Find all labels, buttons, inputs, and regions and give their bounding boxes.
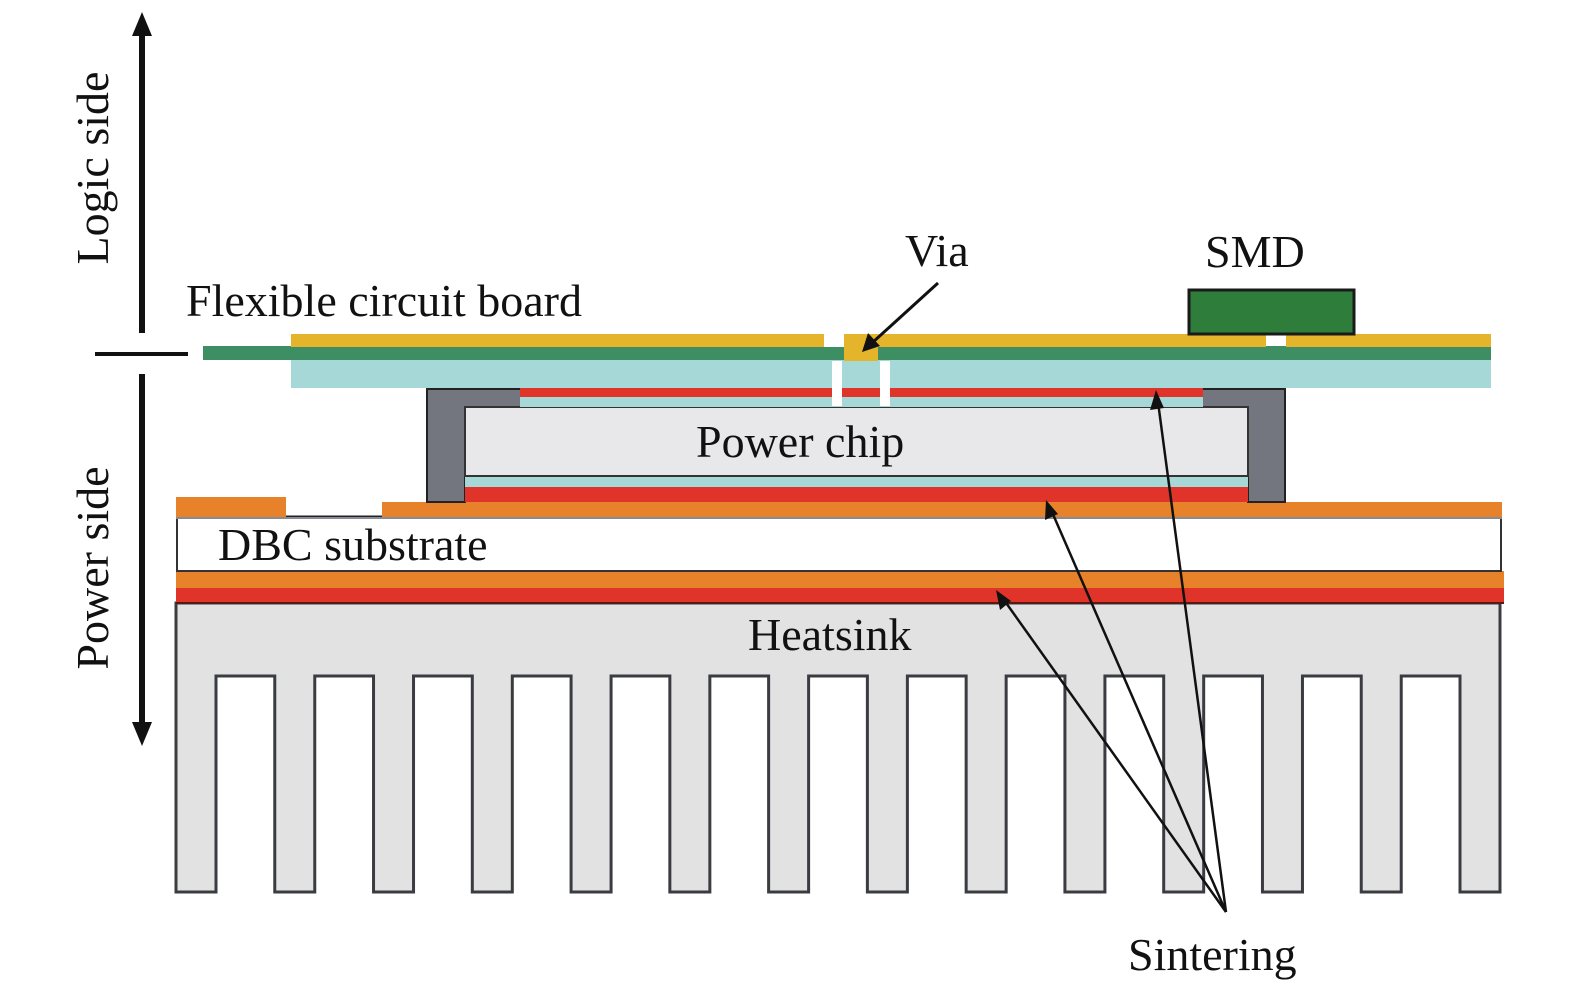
flex-board-top-copper-right-a [878, 334, 1266, 347]
heatsink-sinter-layer [176, 587, 1504, 603]
flex-board-top-copper-right-b [1286, 334, 1491, 347]
via-pointer-arrow [862, 281, 940, 352]
dbc-top-copper-main-pad [382, 502, 1502, 517]
chip-bottom-sinter-layer [465, 487, 1248, 502]
sintering-label: Sintering [1128, 929, 1297, 980]
chip-bottom-metallization [465, 476, 1248, 487]
power-chip-label: Power chip [696, 416, 904, 467]
heatsink [174, 601, 1502, 894]
chip-top-metallization [520, 396, 1203, 407]
power-side-label: Power side [67, 466, 118, 669]
power-side-arrow [132, 374, 152, 746]
via-label: Via [905, 225, 969, 276]
power-chip [464, 406, 1249, 477]
flex-board-top-copper-left [291, 334, 824, 347]
dbc-top-copper-left-pad [176, 497, 286, 517]
dbc-substrate-label: DBC substrate [218, 519, 488, 570]
heatsink-body [174, 601, 1502, 894]
flexible-circuit-board-label: Flexible circuit board [186, 275, 582, 326]
logic-side-label: Logic side [67, 72, 118, 265]
sintering-pointer-arrows [996, 390, 1228, 913]
logic-side-arrow [132, 12, 152, 333]
flex-board-polyimide [291, 360, 1491, 388]
smd-component [1187, 288, 1356, 336]
heatsink-label: Heatsink [748, 609, 912, 660]
smd-label: SMD [1205, 226, 1305, 277]
dbc-bottom-copper [176, 571, 1504, 588]
